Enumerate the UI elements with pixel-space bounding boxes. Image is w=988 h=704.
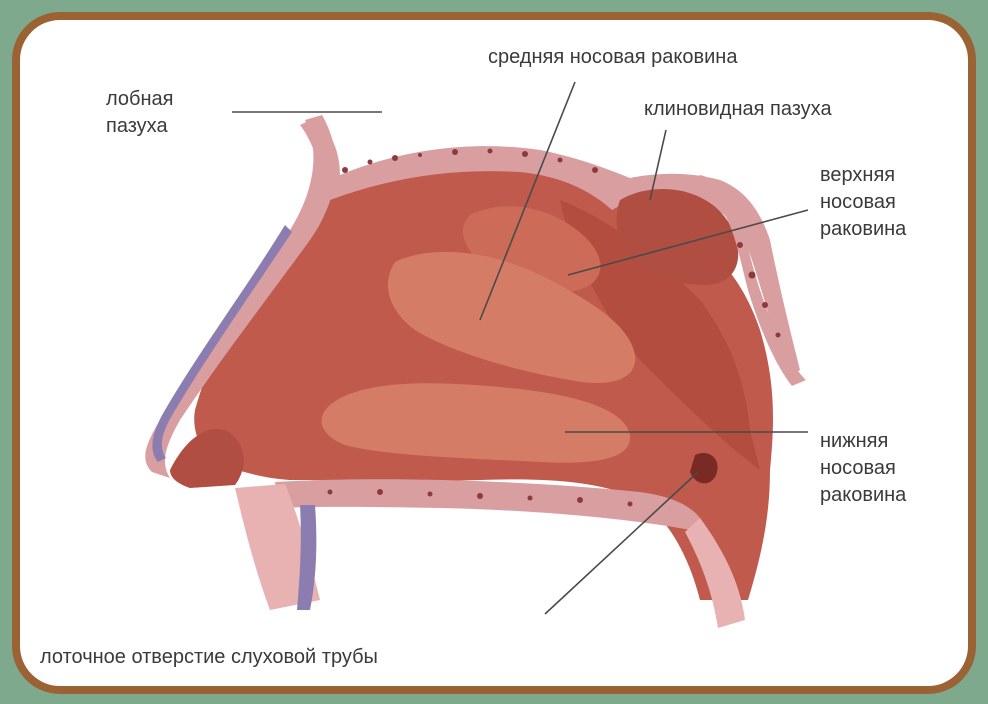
label-frontal-sinus: лобная пазуха <box>106 86 173 140</box>
label-inferior-concha-line2: носовая <box>820 455 906 482</box>
label-superior-concha-line1: верхняя <box>820 162 906 189</box>
label-inferior-concha: нижняя носовая раковина <box>820 428 906 509</box>
label-eustachian-opening: лоточное отверстие слуховой трубы <box>40 644 378 671</box>
label-frontal-sinus-line2: пазуха <box>106 113 173 140</box>
label-middle-concha: средняя носовая раковина <box>488 44 737 71</box>
label-superior-concha: верхняя носовая раковина <box>820 162 906 243</box>
label-inferior-concha-line1: нижняя <box>820 428 906 455</box>
nasal-vestibule <box>170 429 244 488</box>
label-superior-concha-line2: носовая <box>820 189 906 216</box>
label-frontal-sinus-line1: лобная <box>106 86 173 113</box>
label-inferior-concha-line3: раковина <box>820 482 906 509</box>
label-superior-concha-line3: раковина <box>820 216 906 243</box>
label-sphenoid-sinus: клиновидная пазуха <box>644 96 832 123</box>
